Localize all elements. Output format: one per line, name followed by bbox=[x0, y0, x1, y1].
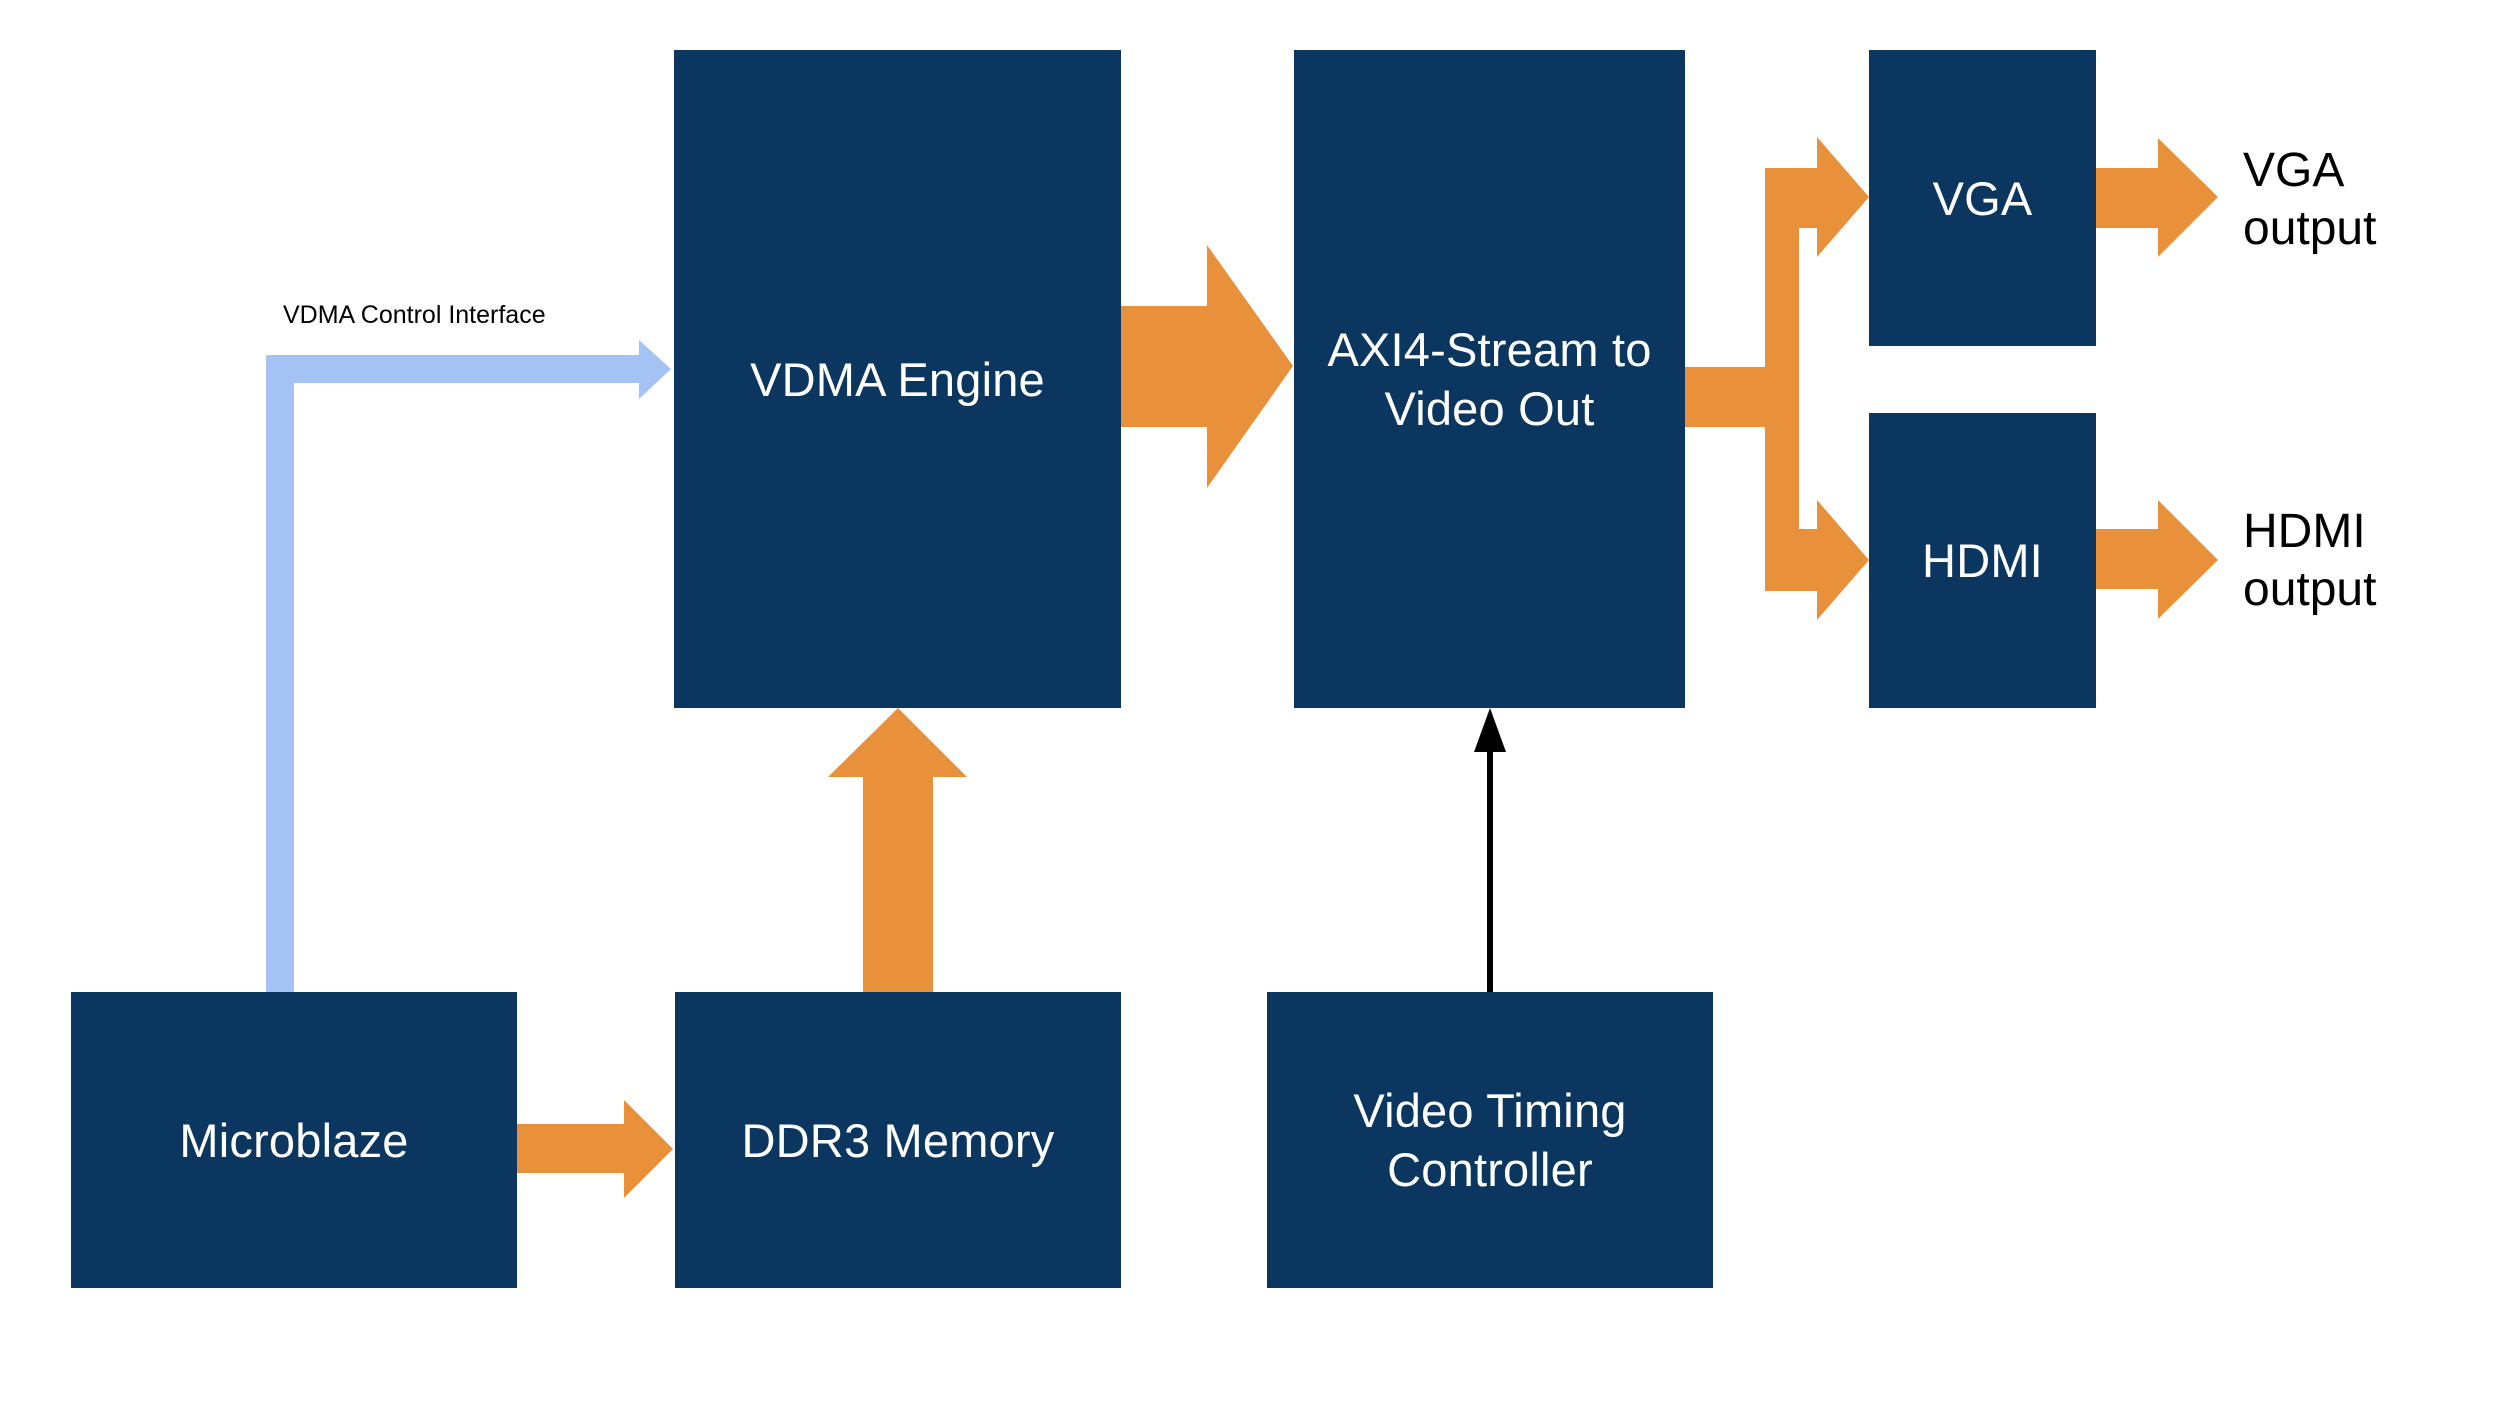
microblaze-to-ddr3-arrow[interactable] bbox=[517, 1100, 673, 1198]
vga-output-label: VGA output bbox=[2243, 144, 2377, 255]
vdma-engine-block[interactable]: VDMA Engine bbox=[674, 50, 1121, 708]
axi4-to-hdmi-arrow[interactable] bbox=[1765, 420, 1869, 620]
vdma-to-axi4-arrow[interactable] bbox=[1121, 245, 1293, 488]
microblaze-block[interactable]: Microblaze bbox=[71, 992, 517, 1288]
hdmi-output-label: HDMI output bbox=[2243, 505, 2377, 616]
ddr3-memory-label: DDR3 Memory bbox=[741, 1113, 1055, 1167]
microblaze-label: Microblaze bbox=[179, 1113, 409, 1167]
vdma-control-arrow[interactable] bbox=[266, 340, 671, 1005]
vga-block[interactable]: VGA bbox=[1869, 50, 2096, 346]
vtc-to-axi4-arrow-shaft[interactable] bbox=[1487, 750, 1493, 993]
video-timing-controller-label: Video Timing Controller bbox=[1353, 1084, 1627, 1196]
hdmi-output-arrow[interactable] bbox=[2096, 500, 2218, 619]
vga-block-label: VGA bbox=[1932, 171, 2033, 225]
vtc-to-axi4-arrow[interactable] bbox=[1474, 708, 1506, 993]
video-timing-controller-block[interactable]: Video Timing Controller bbox=[1267, 992, 1713, 1288]
ddr3-memory-block[interactable]: DDR3 Memory bbox=[675, 992, 1121, 1288]
ddr3-to-vdma-arrow[interactable] bbox=[828, 708, 967, 992]
axi4-to-vga-arrow[interactable] bbox=[1685, 137, 1869, 427]
hdmi-block[interactable]: HDMI bbox=[1869, 413, 2096, 708]
vga-output-arrow[interactable] bbox=[2096, 138, 2218, 257]
vdma-control-interface-label: VDMA Control Interface bbox=[283, 301, 546, 329]
axi4-stream-to-video-out-block[interactable]: AXI4-Stream to Video Out bbox=[1294, 50, 1685, 708]
vdma-engine-label: VDMA Engine bbox=[750, 352, 1045, 406]
axi4-stream-label: AXI4-Stream to Video Out bbox=[1327, 323, 1652, 435]
hdmi-block-label: HDMI bbox=[1922, 534, 2043, 587]
vtc-to-axi4-arrow-head[interactable] bbox=[1474, 708, 1506, 752]
